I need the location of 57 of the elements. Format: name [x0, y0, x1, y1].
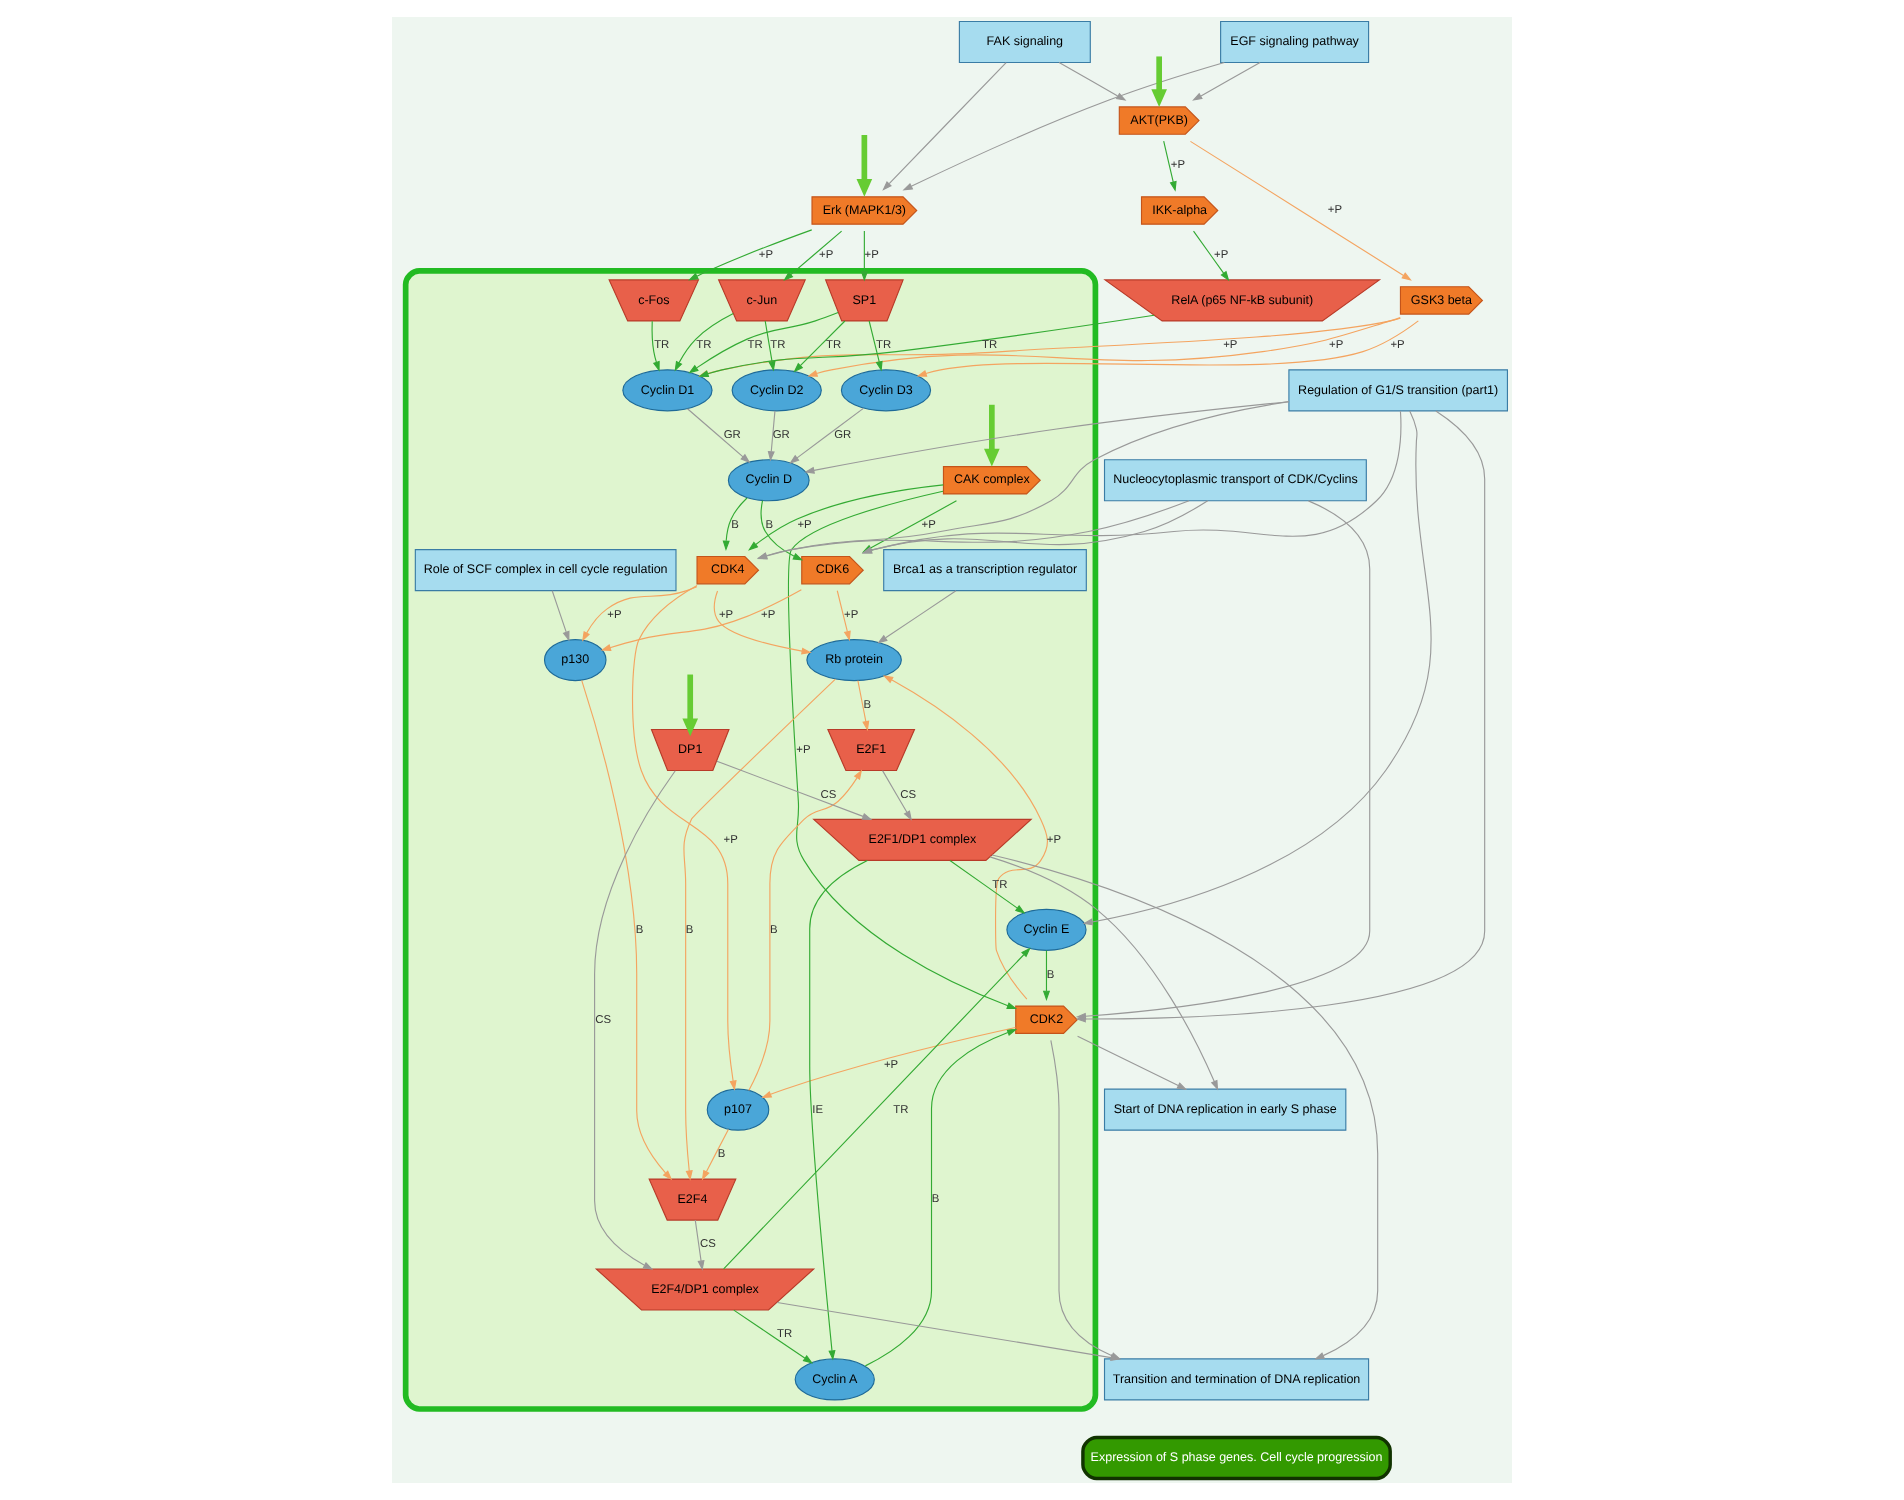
arrow — [688, 312, 839, 374]
arrow — [600, 589, 802, 651]
arrow — [1151, 56, 1167, 108]
arrow — [581, 679, 673, 1181]
arrow — [1163, 140, 1177, 192]
arrow — [949, 859, 1026, 914]
arrow — [783, 230, 843, 281]
arrow — [764, 320, 776, 372]
arrow — [701, 1128, 729, 1181]
arrow — [857, 680, 870, 732]
arrow — [868, 320, 883, 372]
arrow — [789, 407, 864, 464]
arrow — [683, 678, 836, 1181]
arrow — [688, 229, 813, 281]
arrow — [756, 401, 1290, 560]
arrow — [1077, 1035, 1188, 1090]
arrow — [788, 490, 1018, 1010]
arrow — [856, 135, 873, 197]
arrow — [804, 401, 1290, 474]
arrow — [722, 497, 748, 551]
arrow — [651, 320, 660, 372]
arrow — [807, 317, 1401, 377]
arrow — [916, 320, 1419, 377]
arrow — [694, 1219, 705, 1271]
arrow — [1192, 230, 1230, 282]
arrow — [860, 230, 868, 282]
arrow — [809, 859, 868, 1361]
arrow — [756, 500, 1190, 560]
arrow — [748, 769, 863, 1091]
arrow — [716, 760, 873, 820]
arrow — [1192, 62, 1261, 101]
arrow — [882, 675, 1048, 1000]
arrow — [723, 947, 1031, 1270]
arrow — [767, 410, 776, 462]
arrow — [682, 674, 699, 737]
arrow — [582, 586, 698, 642]
arrow — [760, 500, 804, 561]
arrow — [713, 590, 812, 655]
arrow — [877, 590, 957, 644]
arrow — [864, 1029, 1018, 1367]
arrow — [761, 1026, 1016, 1099]
arrow — [1042, 949, 1051, 1001]
arrow — [733, 1309, 814, 1364]
arrow — [836, 590, 851, 642]
arrow — [674, 313, 734, 372]
arrow — [551, 590, 570, 642]
arrow — [902, 61, 1225, 191]
arrow — [882, 770, 912, 821]
arrow — [631, 585, 737, 1091]
arrow — [793, 320, 846, 373]
arrow — [686, 408, 751, 464]
arrow — [1082, 410, 1432, 926]
arrow — [594, 770, 676, 1270]
arrow — [882, 62, 1007, 191]
arrow — [989, 856, 1219, 1091]
arrow — [1189, 140, 1412, 281]
arrow — [984, 404, 1000, 467]
